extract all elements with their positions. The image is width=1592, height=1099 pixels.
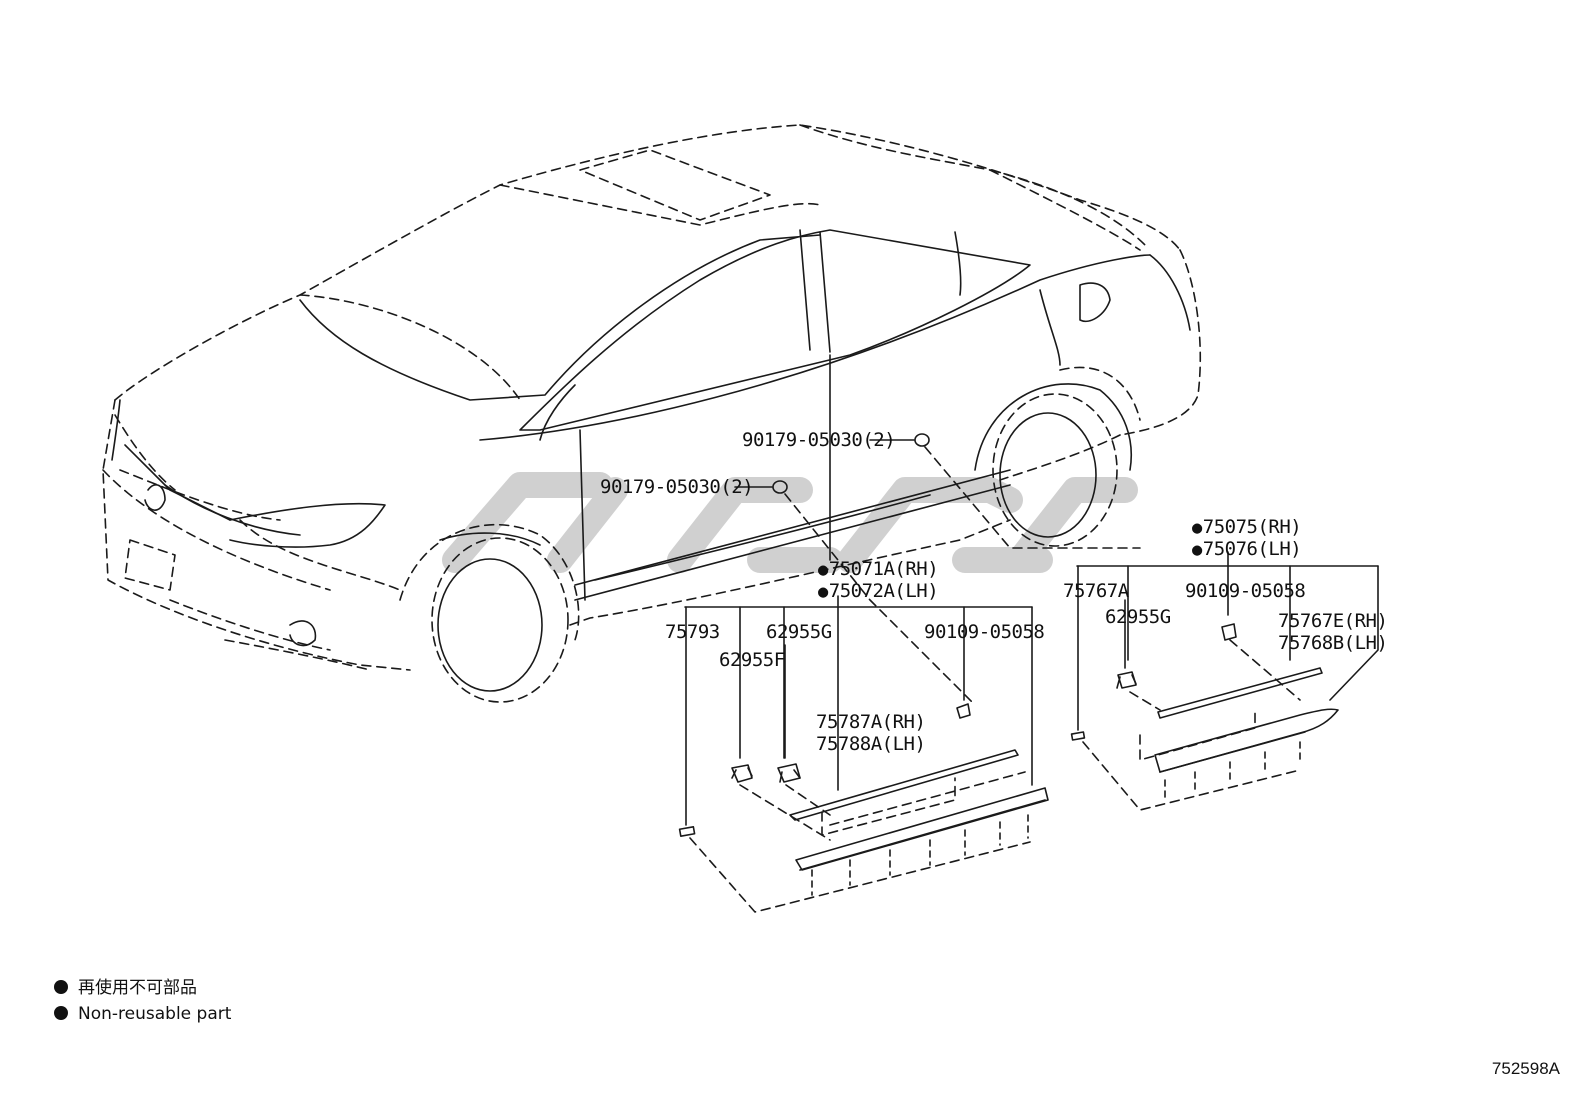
legend-japanese-text: 再使用不可部品: [78, 978, 197, 998]
legend-english: Non-reusable part: [54, 1006, 231, 1023]
non-reusable-dot-icon: [54, 1006, 68, 1020]
label-62955f: 62955F: [719, 649, 785, 671]
front-parts: [678, 703, 1049, 913]
label-90109-rear: 90109-05058: [1185, 580, 1306, 602]
label-front-moulding-lh: 75788A(LH): [816, 733, 926, 755]
label-front-set-lh: 75072A(LH): [818, 582, 939, 601]
label-75793: 75793: [665, 621, 720, 643]
label-rear-set-lh: 75076(LH): [1192, 540, 1302, 559]
label-62955g-front: 62955G: [766, 621, 832, 643]
clip-markers: [772, 433, 930, 494]
label-rear-moulding-rh: 75767E(RH): [1278, 610, 1388, 632]
label-90109-front: 90109-05058: [924, 621, 1045, 643]
label-clip-90179-upper: 90179-05030(2): [742, 429, 896, 451]
rear-wheel: [974, 383, 1132, 547]
front-set-bracket: [684, 595, 1033, 826]
sunroof: [579, 149, 771, 221]
label-62955g-rear: 62955G: [1105, 606, 1171, 628]
rear-set-bracket: [1076, 551, 1379, 731]
non-reusable-dot-icon: [54, 980, 68, 994]
label-front-set-rh: 75071A(RH): [818, 560, 939, 579]
front-wheel: [399, 523, 580, 703]
rear-parts: [1070, 623, 1339, 811]
label-front-moulding-rh: 75787A(RH): [816, 711, 926, 733]
label-rear-moulding-lh: 75768B(LH): [1278, 632, 1388, 654]
car-body-outline: [102, 124, 1202, 671]
label-rear-set-rh: 75075(RH): [1192, 518, 1302, 537]
label-75767a: 75767A: [1063, 580, 1129, 602]
car-solid-lines: [111, 229, 1191, 647]
diagram-code: 752598A: [1491, 1059, 1560, 1078]
label-clip-90179-lower: 90179-05030(2): [600, 476, 754, 498]
legend-japanese: 再使用不可部品: [54, 980, 197, 997]
legend-english-text: Non-reusable part: [78, 1004, 232, 1024]
